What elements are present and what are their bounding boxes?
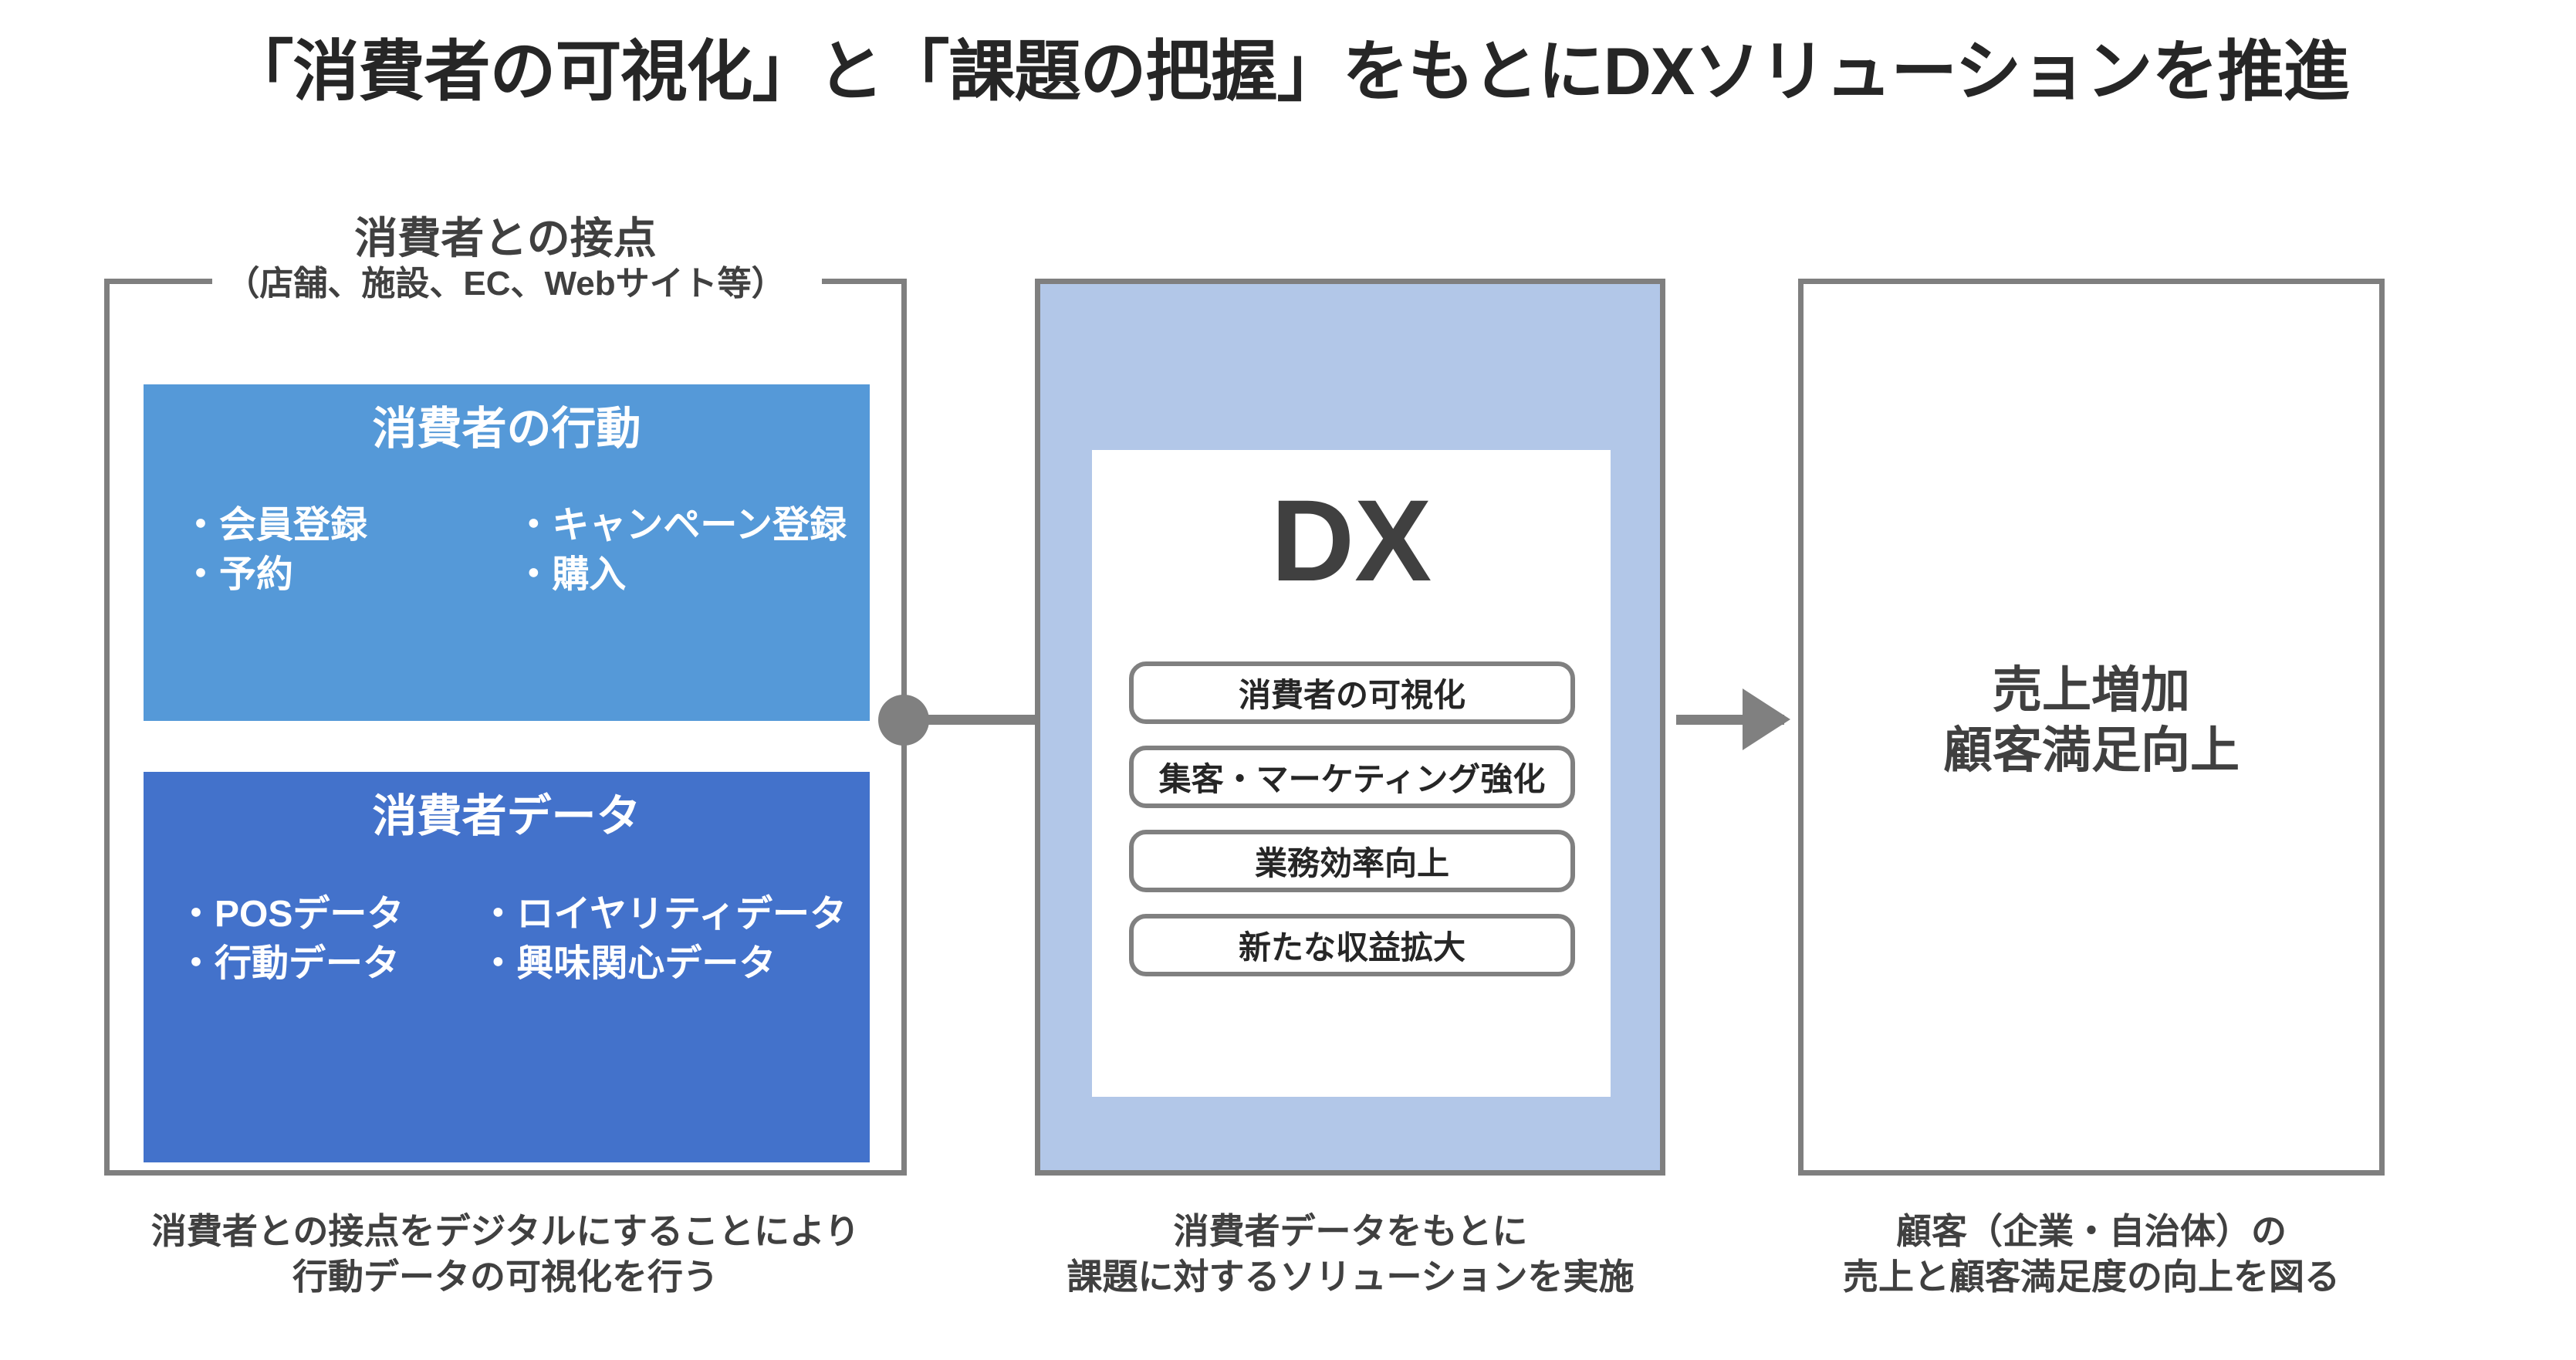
- dx-pill-visualization[interactable]: 消費者の可視化: [1129, 661, 1575, 724]
- caption-center: 消費者データをもとに 課題に対するソリューションを実施: [1003, 1209, 1698, 1300]
- connector-line-left-center: [904, 715, 1037, 725]
- consumer-data-card: 消費者データ ・POSデータ ・ロイヤリティデータ ・行動データ ・興味関心デー…: [144, 772, 870, 1162]
- list-item: ・興味関心データ: [479, 943, 776, 985]
- dx-pill-marketing[interactable]: 集客・マーケティング強化: [1129, 746, 1575, 808]
- left-header-title: 消費者との接点: [354, 214, 657, 262]
- consumer-behavior-title: 消費者の行動: [372, 404, 641, 454]
- outcome-line-2: 顧客満足向上: [1943, 722, 2240, 779]
- dx-pill-efficiency[interactable]: 業務効率向上: [1129, 830, 1575, 892]
- consumer-behavior-items: ・会員登録 ・キャンペーン登録 ・予約 ・購入: [144, 502, 870, 600]
- list-item: ・キャンペーン登録: [515, 504, 847, 546]
- list-item: ・POSデータ: [177, 893, 404, 935]
- caption-center-line-2: 課題に対するソリューションを実施: [1067, 1256, 1635, 1297]
- consumer-data-title: 消費者データ: [372, 791, 641, 841]
- caption-right: 顧客（企業・自治体）の 売上と顧客満足度の向上を図る: [1760, 1209, 2423, 1300]
- page-title: 「消費者の可視化」と「課題の把握」をもとにDXソリューションを推進: [227, 35, 2349, 109]
- list-item: ・行動データ: [177, 943, 401, 985]
- dx-label: DX: [1270, 475, 1432, 605]
- outcome-text: 売上増加 顧客満足向上: [1798, 660, 2385, 780]
- arrow-right-icon: [1743, 688, 1790, 750]
- right-panel: [1798, 279, 2385, 1176]
- outcome-line-1: 売上増加: [1993, 662, 2190, 718]
- dx-solution-list: 消費者の可視化 集客・マーケティング強化 業務効率向上 新たな収益拡大: [1129, 661, 1575, 976]
- caption-left: 消費者との接点をデジタルにすることにより 行動データの可視化を行う: [77, 1209, 934, 1300]
- dx-inner-box: DX 消費者の可視化 集客・マーケティング強化 業務効率向上 新たな収益拡大: [1092, 450, 1611, 1097]
- list-item: ・予約: [182, 554, 294, 596]
- left-header-backdrop: [212, 266, 822, 297]
- caption-left-line-1: 消費者との接点をデジタルにすることにより: [150, 1211, 860, 1251]
- dx-pill-new-revenue[interactable]: 新たな収益拡大: [1129, 914, 1575, 976]
- consumer-behavior-card: 消費者の行動 ・会員登録 ・キャンペーン登録 ・予約 ・購入: [144, 384, 870, 721]
- caption-center-line-1: 消費者データをもとに: [1173, 1211, 1528, 1251]
- list-item: ・会員登録: [182, 504, 368, 546]
- connector-dot-icon: [878, 695, 929, 746]
- caption-right-line-2: 売上と顧客満足度の向上を図る: [1843, 1256, 2340, 1297]
- list-item: ・ロイヤリティデータ: [479, 893, 847, 935]
- list-item: ・購入: [515, 554, 627, 596]
- caption-left-line-2: 行動データの可視化を行う: [292, 1256, 718, 1297]
- consumer-data-items: ・POSデータ ・ロイヤリティデータ ・行動データ ・興味関心データ: [144, 891, 870, 989]
- caption-right-line-1: 顧客（企業・自治体）の: [1896, 1211, 2287, 1251]
